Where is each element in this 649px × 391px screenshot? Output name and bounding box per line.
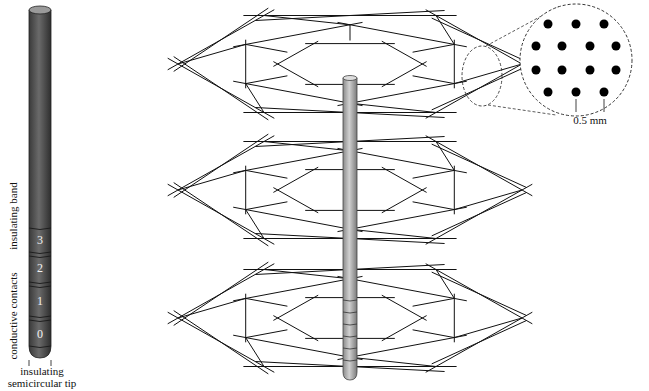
wire bbox=[174, 311, 269, 374]
wire bbox=[350, 103, 436, 112]
wire bbox=[273, 41, 318, 66]
wire bbox=[432, 18, 527, 61]
wire bbox=[174, 57, 269, 120]
central-electrode bbox=[343, 76, 357, 381]
wire bbox=[432, 144, 527, 187]
wire bbox=[413, 202, 455, 210]
part-label: insulating semicircular tip bbox=[0, 365, 84, 389]
part-label: conductive contacts bbox=[7, 272, 19, 359]
wire bbox=[432, 193, 527, 236]
wire bbox=[245, 166, 246, 215]
wire bbox=[413, 44, 455, 52]
wire bbox=[246, 210, 264, 239]
wire bbox=[454, 166, 455, 215]
wire bbox=[436, 142, 454, 171]
wire bbox=[426, 58, 533, 118]
wire bbox=[436, 16, 454, 45]
wire bbox=[246, 338, 264, 367]
part-label: insulating band bbox=[7, 182, 19, 250]
wire bbox=[246, 298, 288, 306]
wire bbox=[350, 357, 436, 366]
wire bbox=[273, 295, 318, 320]
wire bbox=[454, 318, 522, 338]
wire bbox=[382, 62, 427, 87]
electrode-top bbox=[29, 6, 51, 14]
wire bbox=[413, 170, 455, 178]
wire bbox=[178, 44, 246, 64]
central-electrode-body bbox=[343, 78, 357, 380]
wire bbox=[246, 76, 288, 84]
wire bbox=[454, 64, 522, 84]
dimension-label: 0.5 mm bbox=[573, 114, 607, 126]
wire bbox=[246, 202, 288, 210]
wire bbox=[305, 43, 395, 44]
electrode bbox=[29, 6, 51, 366]
wire bbox=[432, 321, 527, 364]
wire bbox=[174, 262, 269, 325]
wire bbox=[273, 188, 318, 213]
wire bbox=[382, 295, 427, 320]
wire bbox=[350, 229, 436, 238]
wire bbox=[413, 298, 455, 306]
central-electrode-bands bbox=[343, 300, 357, 361]
contact-number: 3 bbox=[37, 234, 43, 246]
wire bbox=[273, 167, 318, 192]
wire bbox=[432, 67, 527, 110]
wire-cross-sections bbox=[532, 20, 621, 97]
wire bbox=[426, 312, 533, 372]
dimension-ticks bbox=[576, 99, 604, 112]
wire bbox=[426, 264, 533, 324]
wire bbox=[174, 134, 269, 197]
wire bbox=[174, 183, 269, 246]
wire bbox=[246, 44, 288, 52]
wire bbox=[454, 40, 455, 89]
wire bbox=[264, 16, 350, 25]
wire bbox=[255, 11, 444, 21]
wire bbox=[264, 142, 350, 151]
central-electrode-top bbox=[343, 76, 357, 81]
contact-number: 0 bbox=[37, 328, 43, 340]
wire bbox=[245, 294, 246, 343]
wire bbox=[382, 167, 427, 192]
zoom-region bbox=[462, 46, 502, 106]
wire bbox=[426, 136, 533, 196]
wire bbox=[413, 76, 455, 84]
wire bbox=[246, 170, 288, 178]
inset bbox=[462, 4, 632, 116]
contact-number: 1 bbox=[37, 295, 43, 307]
wire bbox=[426, 10, 533, 70]
wire bbox=[273, 62, 318, 87]
wire bbox=[454, 190, 522, 210]
wire bbox=[178, 170, 246, 190]
wire bbox=[382, 316, 427, 341]
wire bbox=[273, 316, 318, 341]
wire bbox=[350, 25, 351, 41]
wire bbox=[432, 272, 527, 315]
wire bbox=[382, 188, 427, 213]
wire bbox=[382, 41, 427, 66]
inset-circle bbox=[520, 4, 632, 116]
contact-number: 2 bbox=[37, 262, 43, 274]
wire bbox=[413, 330, 455, 338]
wire bbox=[245, 40, 246, 89]
wire bbox=[174, 8, 269, 71]
wire bbox=[246, 330, 288, 338]
wire bbox=[246, 84, 264, 113]
wire bbox=[426, 184, 533, 244]
wire bbox=[454, 294, 455, 343]
contact-bands bbox=[29, 228, 51, 348]
wire bbox=[436, 270, 454, 299]
wire bbox=[178, 298, 246, 318]
wire bbox=[264, 270, 350, 279]
electrode-body bbox=[29, 10, 51, 358]
